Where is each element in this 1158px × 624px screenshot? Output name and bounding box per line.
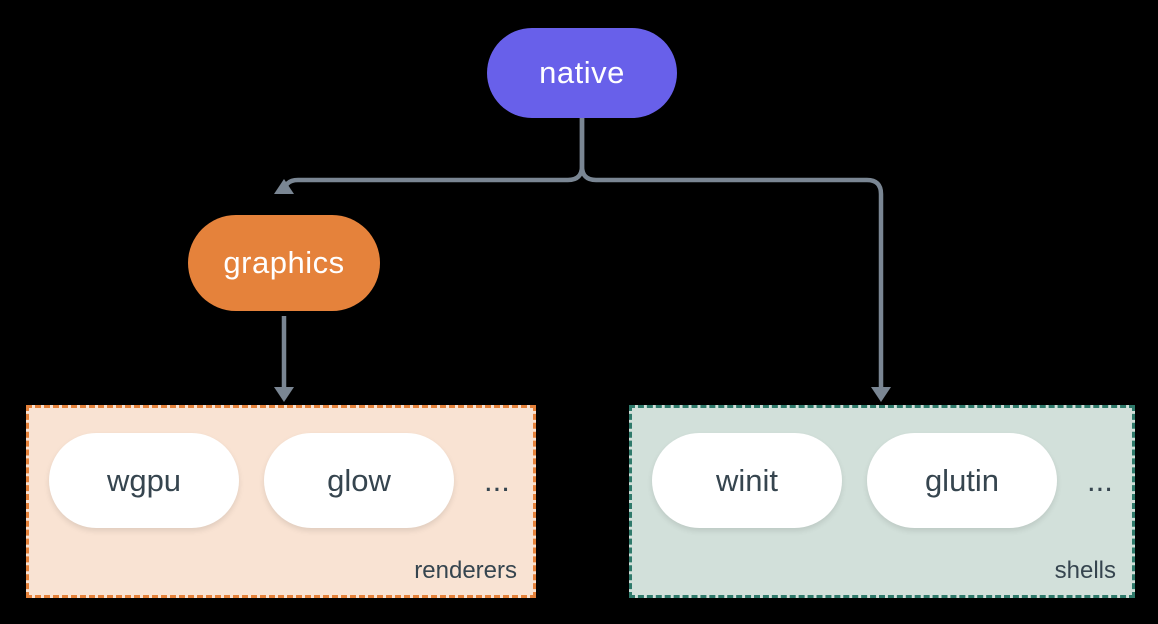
item-wgpu: wgpu: [49, 433, 239, 528]
item-glow-label: glow: [327, 462, 391, 498]
item-winit: winit: [652, 433, 842, 528]
group-shells-items: winit glutin ...: [652, 433, 1113, 528]
group-shells: winit glutin ... shells: [629, 405, 1135, 598]
group-renderers-items: wgpu glow ...: [49, 433, 510, 528]
ellipsis-renderers: ...: [484, 462, 510, 498]
ellipsis-shells: ...: [1087, 462, 1113, 498]
node-graphics: graphics: [188, 215, 380, 311]
item-glow: glow: [264, 433, 454, 528]
group-label-shells: shells: [1054, 557, 1116, 584]
group-label-renderers: renderers: [414, 557, 517, 584]
node-native-label: native: [539, 55, 625, 90]
item-winit-label: winit: [715, 462, 778, 498]
node-native: native: [487, 28, 677, 118]
item-glutin: glutin: [867, 433, 1057, 528]
item-wgpu-label: wgpu: [106, 462, 182, 498]
node-graphics-label: graphics: [223, 245, 345, 280]
group-renderers: wgpu glow ... renderers: [26, 405, 536, 598]
edge-native-to-shells: [579, 118, 891, 402]
edge-native-to-graphics: [274, 118, 585, 195]
item-glutin-label: glutin: [924, 462, 1000, 498]
